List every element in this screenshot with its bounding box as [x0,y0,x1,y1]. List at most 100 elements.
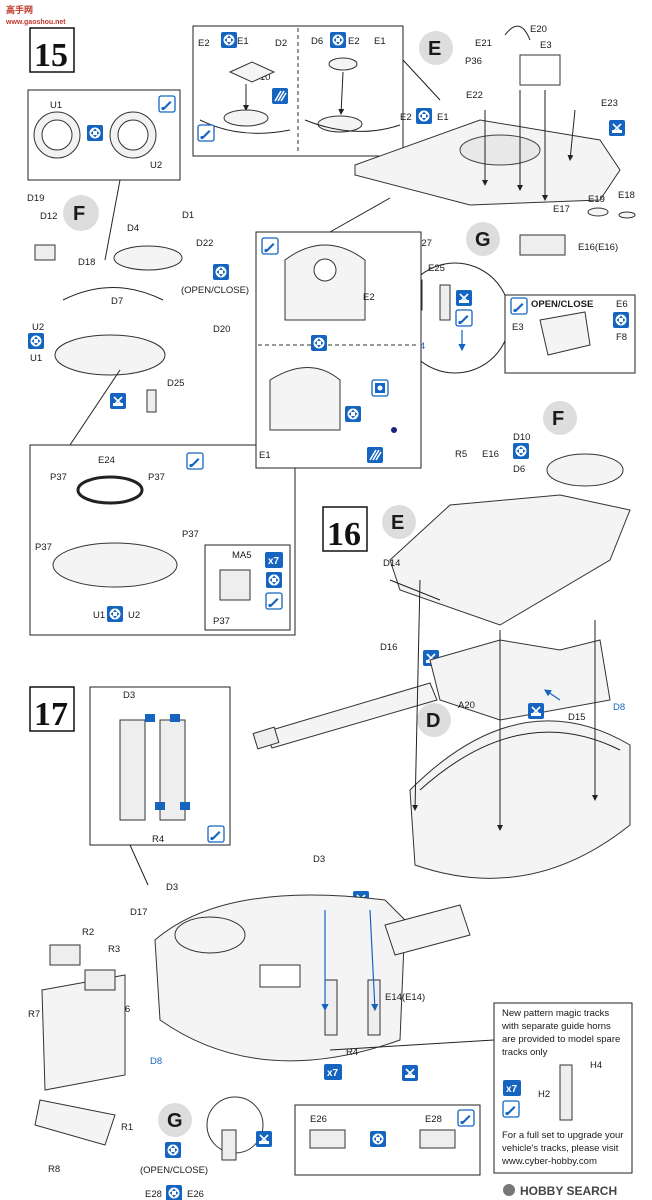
move-icon [221,32,237,48]
remove-icon [401,1064,419,1082]
glue-icon [502,1100,520,1118]
open-close-title: OPEN/CLOSE [531,299,593,310]
label-d6: D6 [311,36,323,47]
label-u1: U1 [50,100,62,111]
label-e2: E2 [348,36,360,47]
label-f8: F8 [616,332,627,343]
glue-icon [510,297,528,315]
quantity-x7: x7 [327,1068,339,1079]
step-16-number: 16 [327,516,361,553]
glue-icon [197,124,215,142]
label-u2: U2 [128,610,140,621]
sub-letter-g: G [475,229,491,251]
label-u2: U2 [150,160,162,171]
cupola-installed [174,916,246,954]
label-e3: E3 [540,40,552,51]
sub-letter-e: E [391,512,404,534]
label-p37: P37 [50,472,67,483]
label-e23: E23 [601,98,618,109]
gun-stub [384,904,471,956]
letter-badge [382,505,416,539]
remove-icon [608,119,626,137]
letter-badge [158,1103,192,1137]
label-e25: E25 [428,263,445,274]
letter-badge [417,703,451,737]
label-d3: D3 [313,854,325,865]
e18-part [618,211,636,219]
label-ma5: MA5 [232,550,252,561]
note-line: are provided to model spare [502,1034,620,1045]
label-d2: D2 [275,38,287,49]
move-icon [213,264,229,280]
hatch-e3 [519,54,561,86]
label-e1: E1 [237,36,249,47]
glue-icon [207,825,225,843]
glue-icon [158,95,176,113]
label-e19: E19 [588,194,605,205]
label-e14: E14(E14) [385,992,425,1003]
step-17-number: 17 [34,696,68,733]
sub-letter-f: F [552,408,564,430]
label-d1: D1 [182,210,194,221]
stowage-bin [41,974,126,1091]
label-u1: U1 [30,353,42,364]
turret-body-d [409,720,631,879]
glue-icon [186,452,204,470]
paint-icon [271,87,289,105]
d6-part [328,57,358,71]
label-e2: E2 [198,38,210,49]
label-d18: D18 [78,257,95,268]
label-h2: H2 [538,1089,550,1100]
label-r5: R5 [455,449,467,460]
label-u2: U2 [32,322,44,333]
label-e28: E28 [145,1189,162,1200]
periscope-assembly [519,234,566,256]
cupola-assembly [546,453,624,487]
glue-icon [265,592,283,610]
label-e18: E18 [618,190,635,201]
step-16: 16 F D10 R5 E16 D6 E D14 D16 A20 D15 D D… [252,401,631,879]
label-r3: R3 [108,944,120,955]
watermark-logo: 高手网 [6,4,33,15]
label-r4: R4 [346,1047,358,1058]
open-close-label: (OPEN/CLOSE) [181,285,249,296]
step-15-number: 15 [34,37,68,74]
label-d16: D16 [380,642,397,653]
label-d14: D14 [383,558,400,569]
periscope-ring [76,475,144,505]
label-d10: D10 [513,432,530,443]
label-d7: D7 [111,296,123,307]
watermark-url: www.gaoshou.net [5,19,66,26]
glue-icon [457,1109,475,1127]
glue-icon [455,309,473,327]
label-d3: D3 [166,882,178,893]
label-e27: E27 [415,238,432,249]
cupola-interior [52,542,178,588]
label-r8: R8 [48,1164,60,1175]
label-e17: E17 [553,204,570,215]
label-d22: D22 [196,238,213,249]
e19-part [587,207,609,217]
label-r7: R7 [28,1009,40,1020]
label-p37: P37 [35,542,52,553]
move-icon [311,335,327,351]
step-15: 15 E2 E1 D2 D10 D6 E2 E1 E E20 E2 [27,24,636,636]
remove-icon [255,1130,273,1148]
cupola-base [54,334,166,376]
bin-lid-r1 [34,1099,116,1146]
move-icon [613,312,629,328]
step-16-box [322,506,368,552]
remove-icon [455,289,473,307]
quantity-x7: x7 [506,1084,518,1095]
move-icon [330,32,346,48]
turret-wall-e2 [284,244,366,321]
label-e1: E1 [374,36,386,47]
label-d6: D6 [513,464,525,475]
open-close-label: (OPEN/CLOSE) [140,1165,208,1176]
letter-badge [466,222,500,256]
move-icon [87,125,103,141]
label-d4: D4 [127,223,139,234]
glue-icon [261,237,279,255]
letter-badge [419,31,453,65]
step-17: 17 D3 R4 D3 D17 D3 D3 E14(E14) x7 R4 R2 … [28,686,633,1200]
